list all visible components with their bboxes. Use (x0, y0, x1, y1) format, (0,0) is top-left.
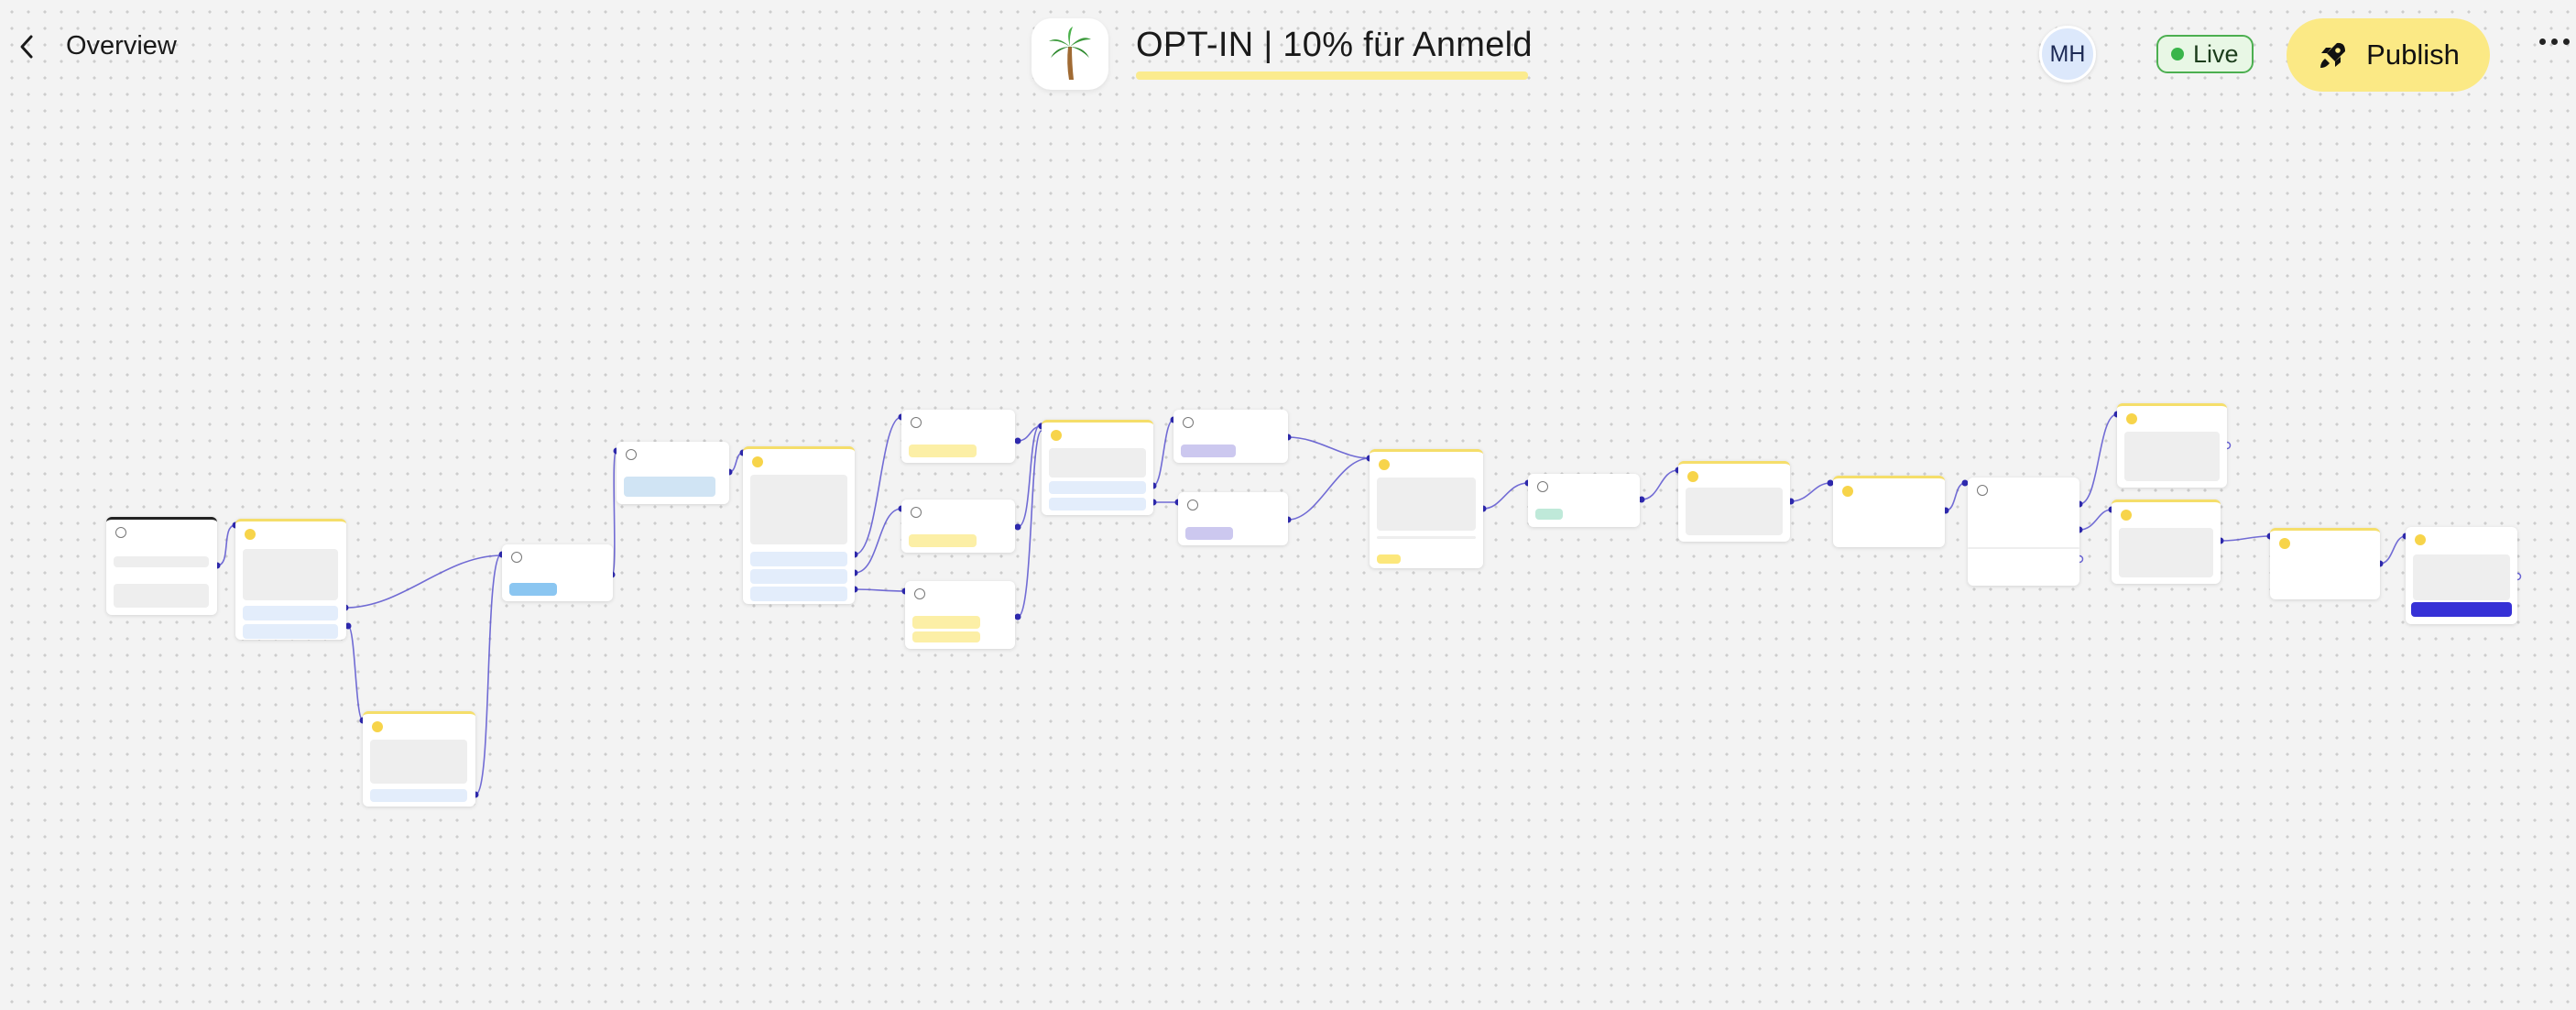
node-type-icon (626, 449, 637, 460)
flow-node-split[interactable] (1968, 478, 2079, 586)
node-type-icon (911, 507, 922, 518)
node-type-icon (2126, 413, 2137, 424)
node-type-icon (1379, 459, 1390, 470)
node-type-icon (914, 588, 925, 599)
flow-node-delay[interactable] (2270, 528, 2380, 599)
flow-node-action[interactable] (1528, 474, 1640, 527)
node-type-icon (1687, 471, 1698, 482)
palm-tree-icon (1049, 27, 1091, 80)
title-underline (1136, 71, 1528, 80)
chevron-left-icon (20, 35, 33, 58)
flow-node-condition[interactable] (901, 410, 1015, 463)
node-type-icon (372, 721, 383, 732)
flow-node-message[interactable] (743, 446, 855, 604)
back-to-overview[interactable]: Overview (16, 31, 177, 61)
flow-node-message[interactable] (363, 711, 475, 807)
flow-node-start[interactable] (106, 517, 217, 615)
flow-node-action[interactable] (1173, 410, 1288, 463)
green-dot-icon (2171, 48, 2184, 60)
status-badge: Live (2156, 35, 2254, 73)
flow-node-message[interactable] (2117, 403, 2227, 488)
flow-node-message[interactable] (235, 519, 346, 640)
node-type-icon (2415, 534, 2426, 545)
flow-node-condition[interactable] (905, 581, 1015, 649)
node-type-icon (511, 552, 522, 563)
flow-node-end[interactable] (2406, 527, 2517, 624)
flow-title[interactable]: OPT-IN | 10% für Anmeld (1136, 26, 1533, 80)
flow-node-action[interactable] (617, 442, 729, 504)
flow-node-message[interactable] (1678, 461, 1790, 542)
node-type-icon (911, 417, 922, 428)
node-type-icon (1051, 430, 1062, 441)
back-label: Overview (66, 31, 177, 60)
node-type-icon (1187, 500, 1198, 510)
node-type-icon (1977, 485, 1988, 496)
node-type-icon (1183, 417, 1194, 428)
node-type-icon (752, 456, 763, 467)
flow-node-action[interactable] (1178, 492, 1288, 545)
node-type-icon (115, 527, 126, 538)
node-type-icon (245, 529, 256, 540)
flow-node-delay[interactable] (1833, 476, 1945, 547)
more-horizontal-icon (2539, 38, 2546, 45)
flow-title-text: OPT-IN | 10% für Anmeld (1136, 26, 1533, 64)
user-initials: MH (2049, 40, 2086, 67)
flow-node-action[interactable] (502, 544, 613, 601)
node-type-icon (2279, 538, 2290, 549)
node-type-icon (2121, 510, 2132, 521)
publish-label: Publish (2366, 38, 2460, 71)
more-menu-button[interactable] (2539, 38, 2570, 45)
flow-node-message[interactable] (2112, 500, 2221, 584)
flow-node-message[interactable] (1042, 420, 1153, 515)
rocket-icon (2320, 42, 2346, 68)
flow-node-message[interactable] (1370, 449, 1483, 568)
bot-avatar[interactable] (1031, 18, 1108, 90)
publish-button[interactable]: Publish (2287, 18, 2490, 92)
status-label: Live (2193, 39, 2239, 68)
user-avatar[interactable]: MH (2039, 26, 2096, 82)
node-type-icon (1842, 486, 1853, 497)
node-type-icon (1537, 481, 1548, 492)
flow-node-condition[interactable] (901, 500, 1015, 553)
